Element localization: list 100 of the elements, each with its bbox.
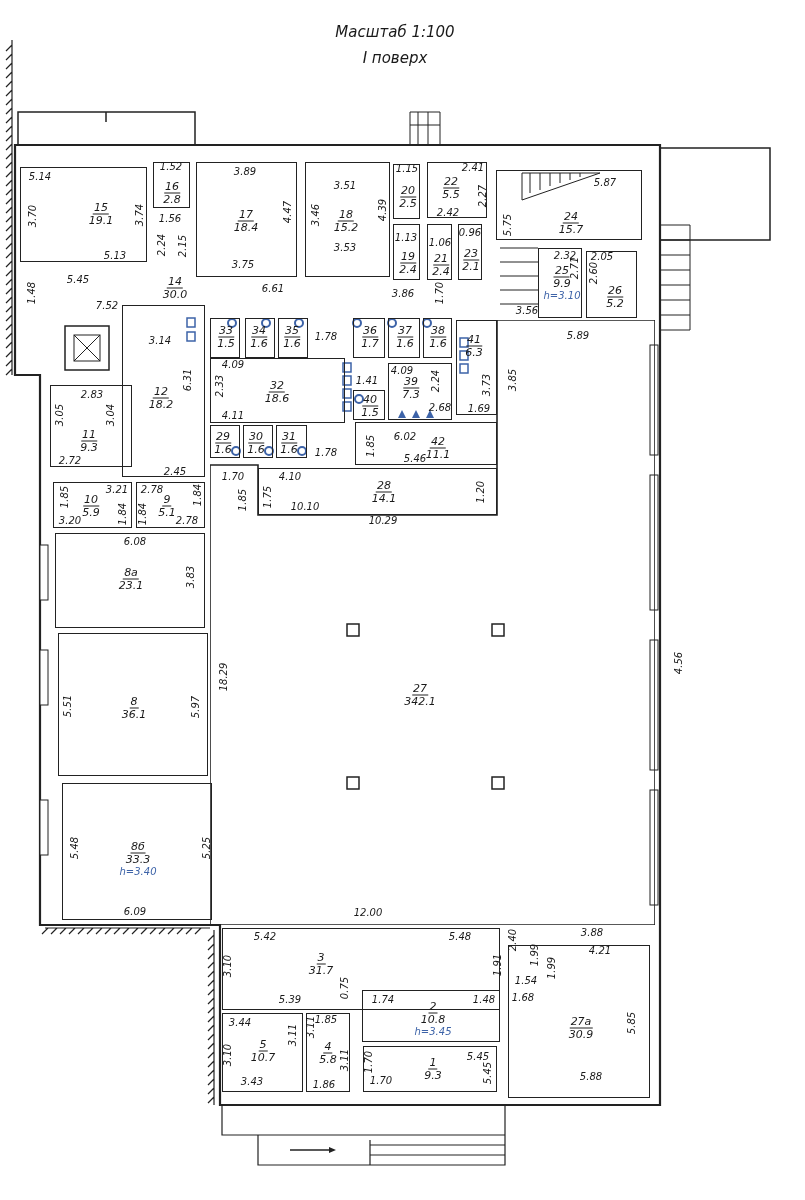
dimension-label: 3.20: [58, 515, 82, 527]
room-outline: [276, 425, 307, 458]
dimension-label: 1.54: [514, 975, 538, 987]
dimension-label: 0.75: [339, 976, 351, 1000]
dimension-label: 6.02: [393, 431, 417, 443]
room-number: 21: [433, 252, 449, 266]
room-number: 12: [153, 385, 169, 399]
room-area: 342.1: [404, 695, 436, 708]
room-area: 10.7: [250, 1051, 276, 1064]
room-number: 17: [238, 208, 254, 222]
dimension-label: 4.56: [673, 651, 685, 675]
dimension-label: 6.09: [123, 906, 147, 918]
dimension-label: 3.21: [105, 484, 129, 496]
dimension-label: 5.39: [278, 994, 302, 1006]
dimension-label: 1.84: [117, 502, 129, 526]
dimension-label: 1.84: [137, 502, 149, 526]
room-area: 1.6: [429, 337, 447, 350]
room-outline: [456, 320, 497, 415]
dimension-label: 5.89: [566, 330, 590, 342]
dimension-label: 1.75: [262, 485, 274, 509]
room-area: 5.5: [442, 188, 460, 201]
dimension-label: 3.04: [105, 403, 117, 427]
dimension-label: 3.88: [580, 927, 604, 939]
room-area: 30.0: [162, 288, 188, 301]
dimension-label: 6.61: [261, 283, 285, 295]
dimension-label: 3.56: [515, 305, 539, 317]
room-number: 37: [397, 324, 413, 338]
room-number: 8б: [130, 840, 146, 854]
dimension-label: 2.83: [80, 389, 104, 401]
room-area: 7.3: [402, 388, 420, 401]
room-outline: [423, 318, 452, 358]
room-number: 36: [362, 324, 378, 338]
dimension-label: 2.78: [175, 515, 199, 527]
dimension-label: 5.45: [66, 274, 90, 286]
dimension-label: 2.45: [163, 466, 187, 478]
dimension-label: 1.15: [395, 163, 419, 175]
ceiling-height: h=3.45: [414, 1025, 452, 1038]
room-area: 5.9: [82, 506, 100, 519]
room-area: 15.7: [558, 223, 584, 236]
dimension-label: 1.85: [237, 488, 249, 512]
dimension-label: 2.24: [430, 369, 442, 393]
room-area: 6.3: [465, 346, 483, 359]
room-area: 9.9: [553, 277, 571, 290]
dimension-label: 3.74: [134, 203, 146, 227]
dimension-label: 3.83: [185, 565, 197, 589]
room-number: 32: [269, 379, 285, 393]
room-area: 2.1: [462, 260, 480, 273]
dimension-label: 2.72: [58, 455, 82, 467]
dimension-label: 2.68: [428, 402, 452, 414]
room-number: 2: [428, 1000, 438, 1014]
dimension-label: 3.05: [54, 403, 66, 427]
room-number: 24: [563, 210, 579, 224]
dimension-label: 3.11: [287, 1023, 299, 1047]
dimension-label: 2.24: [156, 233, 168, 257]
dimension-label: 5.45: [482, 1061, 494, 1085]
dimension-label: 3.10: [222, 1043, 234, 1067]
room-number: 26: [607, 284, 623, 298]
room-area: 1.6: [214, 443, 232, 456]
dimension-label: 1.85: [59, 485, 71, 509]
dimension-label: 5.88: [579, 1071, 603, 1083]
dimension-label: 1.85: [365, 434, 377, 458]
room-area: 2.8: [163, 193, 181, 206]
room-number: 1: [428, 1056, 438, 1070]
dimension-label: 10.10: [290, 501, 320, 513]
dimension-label: 4.47: [282, 200, 294, 224]
room-outline: [153, 162, 190, 208]
room-outline: [53, 482, 132, 528]
dimension-label: 1.99: [529, 943, 541, 967]
dimension-label: 1.74: [371, 994, 395, 1006]
dimension-label: 4.39: [377, 198, 389, 222]
room-number: 38: [430, 324, 446, 338]
room-area: 5.1: [158, 506, 176, 519]
room-number: 30: [248, 430, 264, 444]
dimension-label: 1.13: [394, 232, 418, 244]
room-number: 18: [338, 208, 354, 222]
dimension-label: 3.43: [240, 1076, 264, 1088]
dimension-label: 3.11: [305, 1015, 316, 1039]
room-number: 25: [554, 264, 570, 278]
room-outline: [458, 224, 482, 280]
room-area: 33.3: [125, 853, 151, 866]
floor-label: І поверх: [362, 49, 428, 67]
room-number: 19: [400, 250, 416, 264]
room-area: 14.1: [371, 492, 397, 505]
room-area: 1.6: [280, 443, 298, 456]
room-outline: [496, 170, 642, 240]
room-area: 36.1: [121, 708, 147, 721]
dimension-label: 10.29: [368, 515, 398, 527]
dimension-label: 1.85: [314, 1014, 338, 1025]
room-area: 18.6: [264, 392, 290, 405]
room-number: 41: [466, 333, 482, 347]
dimension-label: 12.00: [353, 907, 383, 919]
dimension-label: 2.33: [214, 374, 226, 398]
dimension-label: 3.75: [231, 259, 255, 271]
room-outline: [136, 482, 205, 528]
room-area: 5.2: [606, 297, 624, 310]
dimension-label: 5.97: [190, 695, 202, 719]
dimension-label: 4.09: [390, 365, 414, 377]
dimension-label: 1.70: [434, 281, 446, 305]
room-number: 27а: [569, 1015, 593, 1029]
dimension-label: 4.09: [221, 359, 245, 371]
